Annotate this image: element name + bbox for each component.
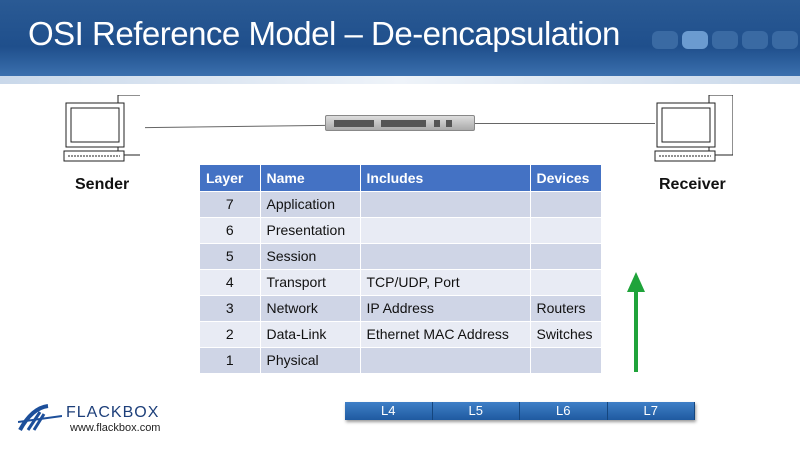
cell-layer: 1	[200, 346, 261, 373]
cell-devices	[530, 190, 602, 217]
pdu-segment-l7: L7	[607, 402, 695, 420]
header-layer: Layer	[200, 165, 261, 191]
pdu-bar: L4 L5 L6 L7	[345, 402, 695, 420]
cell-layer: 7	[200, 190, 261, 217]
cell-devices: Switches	[530, 320, 602, 347]
link-line	[475, 123, 655, 124]
decorative-dots	[652, 31, 798, 49]
cell-includes: Ethernet MAC Address	[360, 320, 531, 347]
cell-name: Data-Link	[260, 320, 361, 347]
cell-includes	[360, 216, 531, 243]
cell-devices	[530, 242, 602, 269]
cell-includes: TCP/UDP, Port	[360, 268, 531, 295]
cell-devices	[530, 346, 602, 373]
header-name: Name	[260, 165, 361, 191]
pdu-segment-l4: L4	[345, 402, 433, 420]
cell-name: Presentation	[260, 216, 361, 243]
cell-layer: 4	[200, 268, 261, 295]
cell-includes: IP Address	[360, 294, 531, 321]
slide-title: OSI Reference Model – De-encapsulation	[28, 15, 620, 52]
cell-layer: 5	[200, 242, 261, 269]
cell-name: Application	[260, 190, 361, 217]
header-devices: Devices	[530, 165, 602, 191]
sender-label: Sender	[75, 176, 130, 193]
logo-brand: FLACKBOX	[66, 404, 160, 421]
logo-bridge-icon	[17, 404, 63, 431]
title-banner: OSI Reference Model – De-encapsulation	[0, 0, 800, 84]
receiver-computer-icon	[654, 95, 733, 162]
logo-url: www.flackbox.com	[70, 422, 161, 434]
cell-includes	[360, 190, 531, 217]
cell-includes	[360, 346, 531, 373]
header-includes: Includes	[360, 165, 531, 191]
cell-name: Network	[260, 294, 361, 321]
cell-name: Physical	[260, 346, 361, 373]
cell-devices	[530, 216, 602, 243]
link-line	[145, 124, 327, 129]
cell-devices	[530, 268, 602, 295]
sender-computer-icon	[63, 95, 140, 162]
cell-name: Transport	[260, 268, 361, 295]
up-arrow-icon	[627, 272, 645, 372]
cell-layer: 3	[200, 294, 261, 321]
pdu-segment-l5: L5	[432, 402, 520, 420]
cell-includes	[360, 242, 531, 269]
switch-icon	[325, 115, 475, 131]
cell-layer: 2	[200, 320, 261, 347]
receiver-label: Receiver	[659, 176, 726, 193]
cell-devices: Routers	[530, 294, 602, 321]
cell-layer: 6	[200, 216, 261, 243]
flackbox-logo: FLACKBOX www.flackbox.com	[17, 404, 160, 437]
table-header: Layer Name Includes Devices	[200, 165, 602, 191]
pdu-segment-l6: L6	[520, 402, 608, 420]
cell-name: Session	[260, 242, 361, 269]
